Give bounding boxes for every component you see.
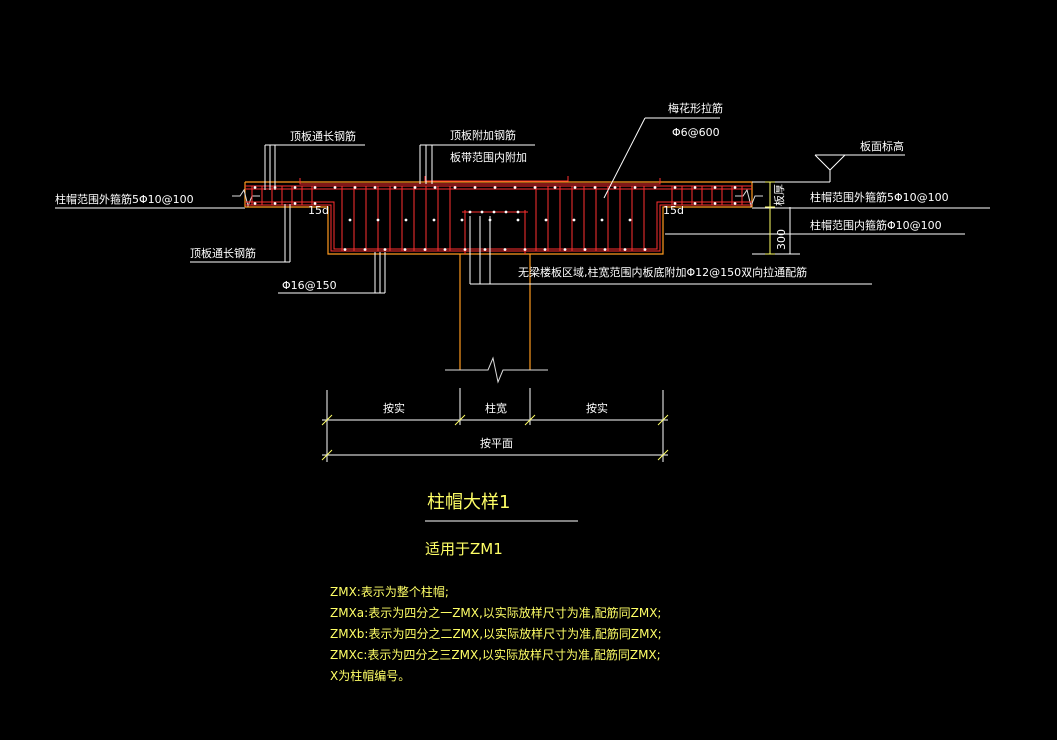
rebar-dot (603, 248, 607, 251)
rebar-dot (463, 248, 467, 251)
rebar-dot (613, 186, 617, 189)
dim-slab-thickness: 板厚 (772, 184, 786, 206)
note-line: X为柱帽编号。 (330, 668, 410, 683)
rebar-group (245, 176, 752, 254)
rebar-dot (623, 248, 627, 251)
rebar-dot (504, 210, 508, 214)
rebar-dot (693, 202, 697, 205)
rebar-dot (572, 218, 576, 222)
rebar-dot (633, 186, 637, 189)
rebar-dot (348, 218, 352, 222)
rebar-dot (343, 248, 347, 251)
rebar-dot (492, 210, 496, 214)
rebar-dot (253, 202, 257, 205)
dim-column-width: 柱宽 (485, 401, 507, 415)
rebar-dot (460, 218, 464, 222)
rebar-dot (693, 186, 697, 189)
dim-left-segment: 按实 (383, 401, 405, 415)
rebar-dot (432, 218, 436, 222)
rebar-dot (573, 186, 577, 189)
rebar-dot (353, 186, 357, 189)
rebar-dot (423, 248, 427, 251)
rebar-dot (563, 248, 567, 251)
rebar-dot (713, 202, 717, 205)
label-plum-tie-rebar: 梅花形拉筋 (668, 101, 723, 115)
rebar-dot (516, 210, 520, 214)
rebar-dot (628, 218, 632, 222)
rebar-dot (483, 248, 487, 251)
leader-lines (55, 117, 990, 294)
label-top-through-rebar: 顶板通长钢筋 (290, 129, 356, 143)
rebar-dot (713, 186, 717, 189)
rebar-dot (376, 218, 380, 222)
detail-title: 柱帽大样1 (427, 492, 510, 513)
rebar-dot (553, 186, 557, 189)
label-outer-stirrup-left: 柱帽范围外箍筋5Φ10@100 (55, 192, 194, 206)
rebar-dot (313, 186, 317, 189)
rebar-dot (468, 210, 472, 214)
rebar-dot (253, 186, 257, 189)
dim-300: 300 (775, 229, 788, 250)
rebar-dot (443, 248, 447, 251)
rebar-dot (413, 186, 417, 189)
rebar-dot (433, 186, 437, 189)
rebar-dot (533, 186, 537, 189)
rebar-dot (503, 248, 507, 251)
dim-right-segment: 按实 (586, 401, 608, 415)
note-line: ZMXa:表示为四分之一ZMX,以实际放样尺寸为准,配筋同ZMX; (330, 605, 661, 620)
rebar-dot (273, 202, 277, 205)
rebar-dot (593, 186, 597, 189)
dimension-lines (321, 388, 669, 462)
label-slab-elevation: 板面标高 (860, 139, 904, 153)
label-plum-tie-spec: Φ6@600 (672, 126, 720, 139)
dim-overall: 按平面 (480, 436, 513, 450)
detail-subtitle: 适用于ZM1 (425, 540, 503, 558)
label-strip-extra: 板带范围内附加 (450, 150, 527, 164)
rebar-dot (333, 186, 337, 189)
rebar-dot (523, 248, 527, 251)
label-bottom-through-rebar: 顶板通长钢筋 (190, 246, 256, 260)
rebar-dot (583, 248, 587, 251)
dim-15d-left: 15d (308, 204, 329, 217)
rebar-dot (673, 186, 677, 189)
rebar-dot (373, 186, 377, 189)
label-top-extra-rebar: 顶板附加钢筋 (450, 128, 516, 142)
note-line: ZMXc:表示为四分之三ZMX,以实际放样尺寸为准,配筋同ZMX; (330, 647, 661, 662)
dim-15d-right: 15d (663, 204, 684, 217)
rebar-dot (513, 186, 517, 189)
label-outer-stirrup-right: 柱帽范围外箍筋5Φ10@100 (810, 190, 949, 204)
rebar-dot (516, 218, 520, 222)
rebar-dot (493, 186, 497, 189)
label-no-beam-note: 无梁楼板区域,柱宽范围内板底附加Φ12@150双向拉通配筋 (518, 265, 807, 279)
rebar-dot (404, 218, 408, 222)
rebar-dot (643, 248, 647, 251)
rebar-dot (480, 210, 484, 214)
rebar-dot (544, 218, 548, 222)
rebar-dot (293, 202, 297, 205)
label-bottom-rebar-spec: Φ16@150 (282, 279, 337, 292)
rebar-dot (673, 202, 677, 205)
note-line: ZMXb:表示为四分之二ZMX,以实际放样尺寸为准,配筋同ZMX; (330, 626, 662, 641)
rebar-dot (383, 248, 387, 251)
rebar-dot (733, 202, 737, 205)
rebar-dot (293, 186, 297, 189)
rebar-dot (313, 202, 317, 205)
rebar-dot (363, 248, 367, 251)
rebar-dot (543, 248, 547, 251)
note-line: ZMX:表示为整个柱帽; (330, 584, 449, 599)
rebar-dot (600, 218, 604, 222)
rebar-dot (403, 248, 407, 251)
label-inner-stirrup-right: 柱帽范围内箍筋Φ10@100 (810, 218, 942, 232)
rebar-dot (453, 186, 457, 189)
rebar-dot (473, 186, 477, 189)
rebar-dot (393, 186, 397, 189)
notes-block: ZMX:表示为整个柱帽; ZMXa:表示为四分之一ZMX,以实际放样尺寸为准,配… (330, 584, 662, 683)
rebar-dot (653, 186, 657, 189)
rebar-dot (733, 186, 737, 189)
